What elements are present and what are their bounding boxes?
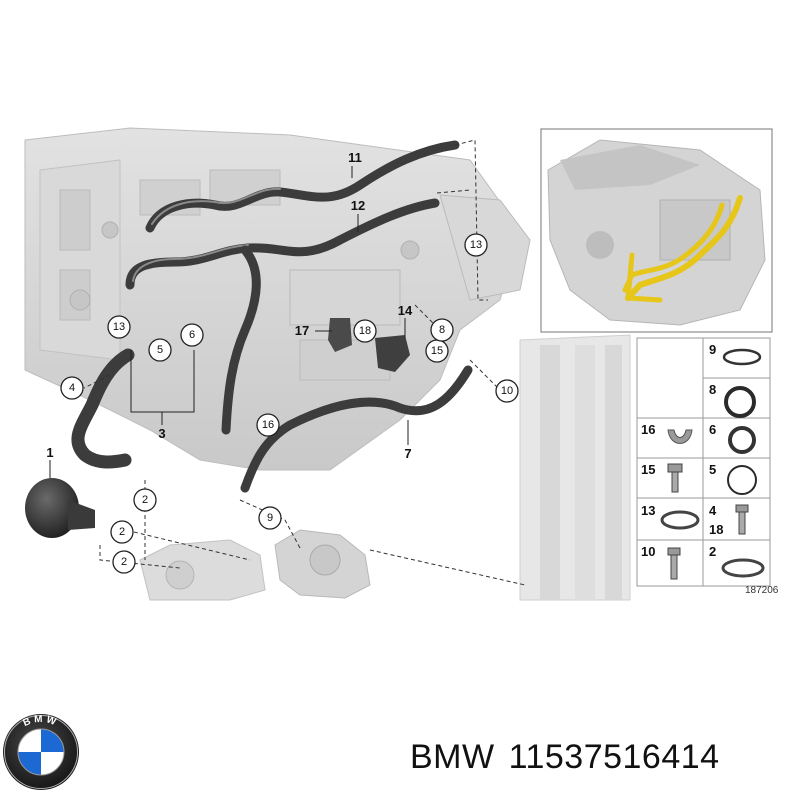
svg-text:5: 5: [157, 344, 163, 356]
diagram-id: 187206: [745, 585, 779, 596]
coolant-hose-vertical: [221, 245, 261, 435]
grid-label-10: 10: [641, 544, 655, 559]
grid-label-2: 2: [709, 544, 716, 559]
svg-text:8: 8: [439, 324, 445, 336]
callout-6: 6: [180, 323, 204, 347]
rubber-boot-1: [25, 478, 95, 538]
water-pump-housing: [139, 539, 266, 601]
callout-2-top: 2: [133, 488, 157, 512]
callout-15: 15: [425, 339, 449, 363]
callout-13-left: 13: [107, 315, 131, 339]
grid-label-4: 4: [709, 503, 717, 518]
bmw-logo: BMW: [3, 714, 79, 790]
svg-text:2: 2: [121, 556, 127, 568]
label-1: 1: [46, 445, 53, 460]
callout-10: 10: [495, 379, 519, 403]
label-11: 11: [348, 150, 362, 165]
grid-label-9: 9: [709, 342, 716, 357]
svg-text:16: 16: [262, 419, 274, 431]
leader-lines: [49, 139, 526, 586]
thermostat-housing: [274, 529, 371, 599]
logo-lettering: BMW: [22, 714, 61, 729]
callout-13-right: 13: [464, 233, 488, 257]
label-7: 7: [404, 446, 411, 461]
svg-text:13: 13: [470, 239, 482, 251]
grid-label-18: 18: [709, 522, 723, 537]
label-3: 3: [158, 426, 165, 441]
coolant-hose-7: [240, 365, 473, 493]
brand-part-number: BMW 11537516414: [410, 738, 734, 777]
brand-name: BMW: [410, 738, 495, 776]
bracket-17: [328, 318, 352, 352]
callout-4: 4: [60, 376, 84, 400]
label-14: 14: [398, 303, 413, 318]
label-17: 17: [295, 323, 309, 338]
grid-label-6: 6: [709, 422, 716, 437]
svg-text:13: 13: [113, 321, 125, 333]
grid-label-8: 8: [709, 382, 716, 397]
callout-9: 9: [258, 506, 282, 530]
radiator: [519, 334, 631, 601]
grid-label-16: 16: [641, 422, 655, 437]
inset-engine-overview: [540, 128, 773, 333]
svg-text:18: 18: [359, 325, 371, 337]
svg-text:6: 6: [189, 329, 195, 341]
callout-2-mid: 2: [110, 520, 134, 544]
coolant-hose-11: [145, 140, 460, 233]
callout-8: 8: [430, 318, 454, 342]
svg-text:2: 2: [142, 494, 148, 506]
coolant-hose-12: [125, 198, 440, 290]
coolant-hose-4: [71, 348, 135, 469]
part-number: 11537516414: [508, 738, 720, 776]
svg-text:15: 15: [431, 345, 443, 357]
label-12: 12: [351, 198, 365, 213]
callout-16: 16: [256, 413, 280, 437]
svg-text:9: 9: [267, 512, 273, 524]
grid-label-5: 5: [709, 462, 716, 477]
svg-text:2: 2: [119, 526, 125, 538]
bracket-14: [375, 335, 410, 372]
parts-legend-grid: 9 8 16 6 15 5 13 4 18 10 2 187206: [636, 337, 779, 596]
grid-label-15: 15: [641, 462, 655, 477]
callout-18: 18: [353, 319, 377, 343]
callout-5: 5: [148, 338, 172, 362]
grid-label-13: 13: [641, 503, 655, 518]
svg-text:10: 10: [501, 385, 513, 397]
callout-2-bottom: 2: [112, 550, 136, 574]
svg-text:4: 4: [69, 382, 75, 394]
